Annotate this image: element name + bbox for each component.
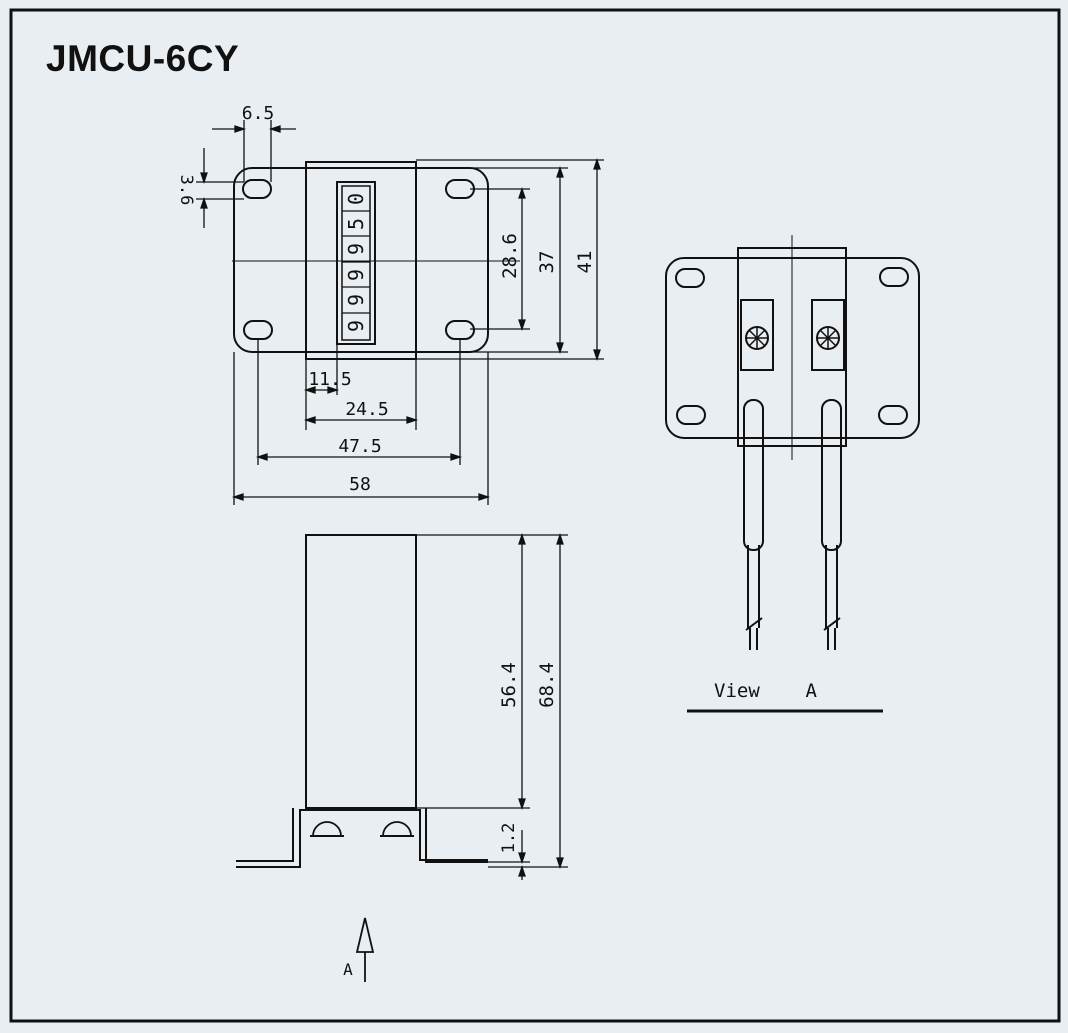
view-a-label: View A xyxy=(714,680,818,702)
dim-plate-height: 41 xyxy=(574,251,596,274)
side-view xyxy=(236,534,488,868)
dim-window-offset: 11.5 xyxy=(308,369,351,390)
dim-body-depth: 56.4 xyxy=(498,662,520,708)
side-view-dimensions xyxy=(416,532,568,880)
view-arrow-label: A xyxy=(343,960,353,979)
mounting-slot-top-left xyxy=(242,179,272,199)
view-arrow xyxy=(355,917,375,982)
lead-wire-right xyxy=(821,399,842,551)
counter-body-side xyxy=(305,534,417,809)
front-view-dimension-labels: 6.5 3.6 28.6 37 41 11.5 24.5 47.5 58 xyxy=(176,103,596,495)
counter-digit: 5 xyxy=(344,218,368,230)
lead-wire-left xyxy=(743,399,764,551)
dim-body-width: 24.5 xyxy=(345,399,388,420)
counter-digits: 0 5 9 9 9 9 xyxy=(344,193,368,332)
front-view-dimensions xyxy=(196,120,604,505)
screw-head-right xyxy=(382,821,412,837)
dim-body-height: 37 xyxy=(536,251,558,274)
counter-digit: 0 xyxy=(344,193,368,205)
mounting-slot-bottom-right xyxy=(445,320,475,340)
mounting-slot-top-right xyxy=(445,179,475,199)
counter-digit: 9 xyxy=(344,243,368,255)
dim-hole-pitch-vertical: 28.6 xyxy=(499,233,521,279)
dim-plate-width: 58 xyxy=(349,474,371,495)
mounting-bracket xyxy=(236,809,488,868)
dim-hole-width: 6.5 xyxy=(242,103,275,124)
dim-hole-pitch-horizontal: 47.5 xyxy=(338,436,381,457)
counter-digit: 9 xyxy=(344,294,368,306)
dim-hole-height: 3.6 xyxy=(176,175,196,206)
digit-window-outer xyxy=(336,181,376,345)
front-view xyxy=(232,161,520,360)
view-a xyxy=(665,235,920,650)
mounting-plate xyxy=(233,167,489,353)
dim-overall-depth: 68.4 xyxy=(536,662,558,708)
screw-head-left xyxy=(312,821,342,837)
sheet-border xyxy=(9,8,1061,1023)
mounting-slot-bottom-left xyxy=(243,320,273,340)
counter-digit: 9 xyxy=(344,320,368,332)
counter-digit: 9 xyxy=(344,269,368,281)
dim-plate-thickness: 1.2 xyxy=(499,823,519,854)
terminal-block-right xyxy=(811,299,845,371)
side-view-dimension-labels: 56.4 68.4 1.2 xyxy=(498,662,558,853)
view-arrow-head-icon xyxy=(355,917,375,953)
terminal-block-left xyxy=(740,299,774,371)
drawing-title: JMCU-6CY xyxy=(46,38,240,79)
digit-window-inner xyxy=(341,185,371,341)
